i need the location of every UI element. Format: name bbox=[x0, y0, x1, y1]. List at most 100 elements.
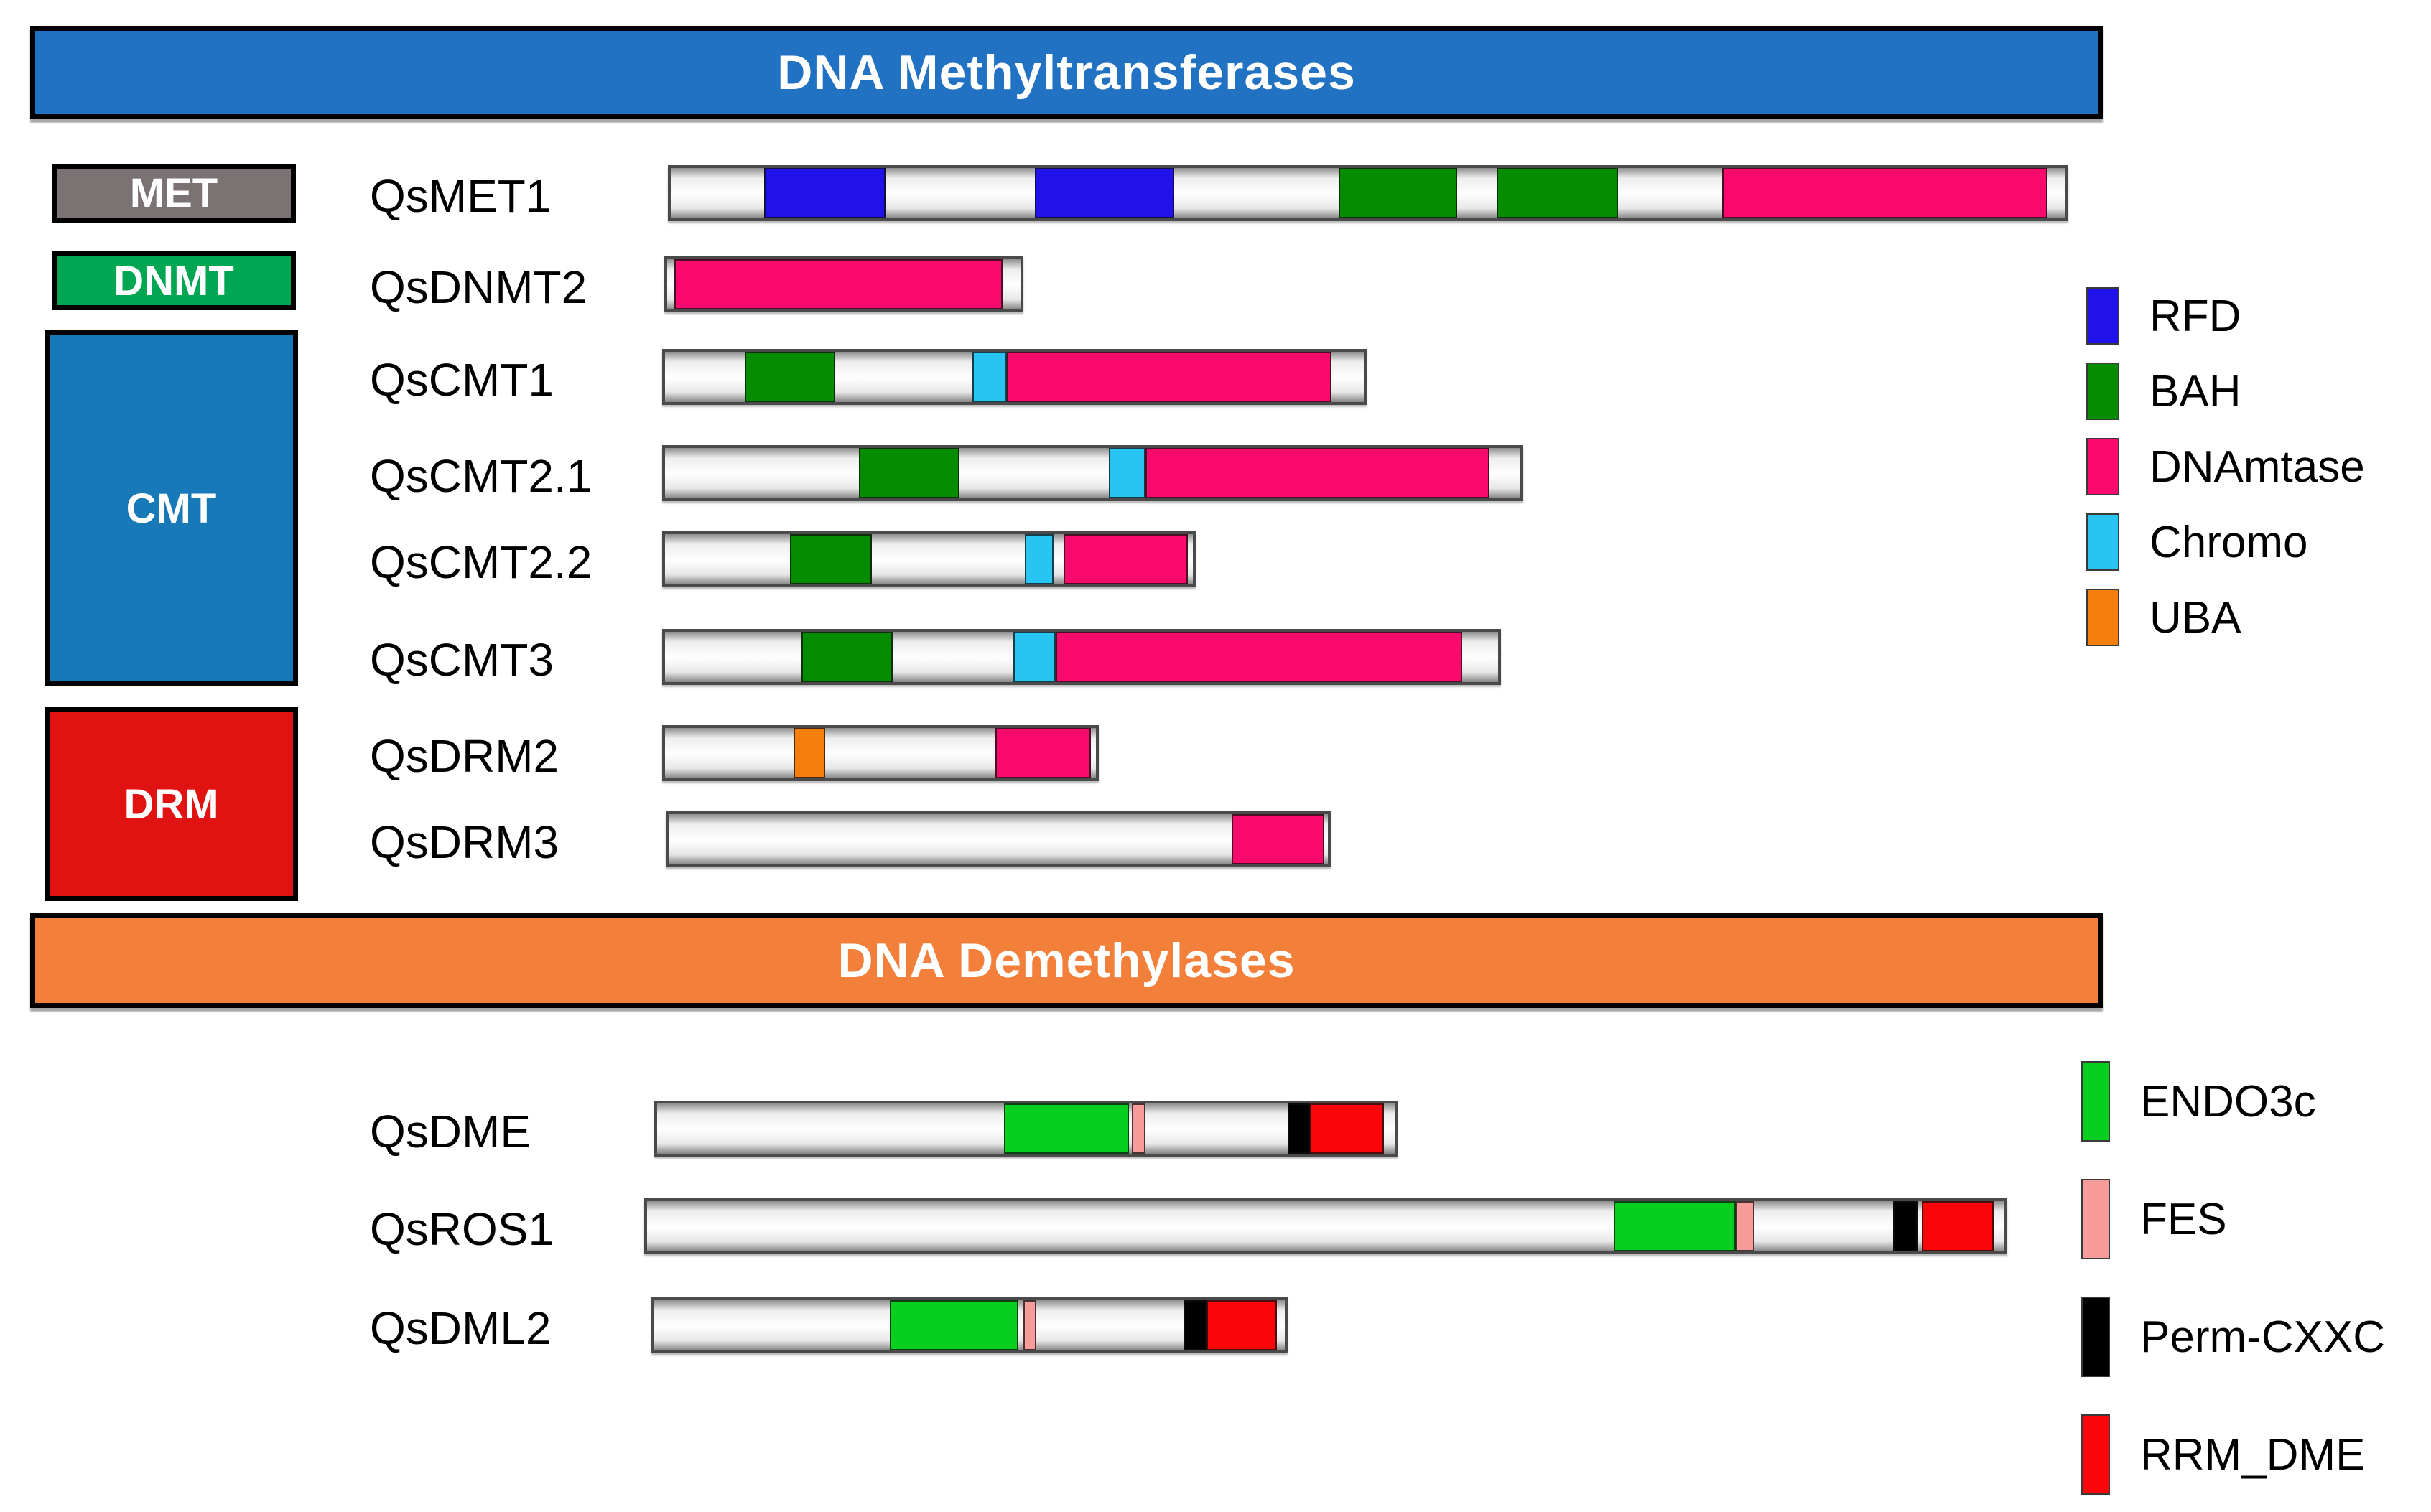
protein-backbone bbox=[662, 531, 1196, 587]
legend-swatch-rrm-dme bbox=[2081, 1414, 2110, 1495]
protein-name-label: QsDRM2 bbox=[370, 730, 559, 782]
protein-row-qsdrm3: QsDRM3 bbox=[0, 811, 2431, 873]
legend-label-perm-cxxc: Perm-CXXC bbox=[2140, 1312, 2386, 1362]
protein-backbone bbox=[662, 725, 1099, 781]
protein-name-label: QsCMT2.2 bbox=[370, 536, 592, 588]
domain-fes bbox=[1023, 1300, 1037, 1350]
protein-row-qsdml2: QsDML2 bbox=[0, 1297, 2431, 1359]
domain-uba bbox=[793, 728, 826, 778]
legend-swatch-fes bbox=[2081, 1179, 2110, 1259]
legend-item-chromo: Chromo bbox=[2086, 513, 2365, 571]
protein-name-label: QsDML2 bbox=[370, 1302, 552, 1354]
protein-backbone bbox=[644, 1198, 2007, 1254]
domain-fes bbox=[1132, 1103, 1145, 1154]
protein-backbone bbox=[662, 629, 1501, 685]
domain-endo3c bbox=[890, 1300, 1018, 1350]
protein-name-label: QsCMT2.1 bbox=[370, 450, 592, 502]
legend-item-rrm-dme: RRM_DME bbox=[2081, 1414, 2385, 1495]
domain-dnamtase bbox=[1006, 352, 1332, 402]
domain-endo3c bbox=[1003, 1103, 1130, 1154]
protein-row-qsros1: QsROS1 bbox=[0, 1198, 2431, 1260]
domain-rrm-dme bbox=[1207, 1300, 1278, 1350]
section-banner-demethylases: DNA Demethylases bbox=[30, 913, 2103, 1008]
group-label-cmt: CMT bbox=[126, 485, 217, 532]
legend-label-uba: UBA bbox=[2149, 592, 2241, 643]
protein-row-qscmt1: QsCMT1 bbox=[0, 349, 2431, 411]
domain-rfd bbox=[1034, 168, 1175, 218]
domain-chromo bbox=[972, 352, 1007, 402]
protein-backbone bbox=[666, 811, 1331, 867]
legend-swatch-uba bbox=[2086, 589, 2119, 646]
legend-swatch-endo3c bbox=[2081, 1061, 2110, 1142]
protein-row-qscmt3: QsCMT3 bbox=[0, 629, 2431, 691]
legend-item-fes: FES bbox=[2081, 1179, 2385, 1259]
domain-perm-cxxc bbox=[1893, 1201, 1918, 1251]
domain-bah bbox=[744, 352, 836, 402]
legend-item-dnamtase: DNAmtase bbox=[2086, 438, 2365, 495]
domain-perm-cxxc bbox=[1183, 1300, 1207, 1350]
legend-item-bah: BAH bbox=[2086, 363, 2365, 420]
protein-row-qscmt2-1: QsCMT2.1 bbox=[0, 445, 2431, 507]
domain-chromo bbox=[1013, 632, 1056, 682]
protein-backbone bbox=[654, 1101, 1398, 1157]
section-title-demethylases: DNA Demethylases bbox=[837, 933, 1296, 988]
legend-swatch-dnamtase bbox=[2086, 438, 2119, 495]
domain-dnamtase bbox=[1722, 168, 2047, 218]
domain-dnamtase bbox=[1145, 448, 1490, 498]
protein-name-label: QsDNMT2 bbox=[370, 261, 587, 313]
group-label-met: MET bbox=[129, 169, 218, 217]
group-box-dnmt: DNMT bbox=[52, 251, 296, 310]
legend-label-dnamtase: DNAmtase bbox=[2149, 442, 2365, 492]
protein-name-label: QsDRM3 bbox=[370, 816, 559, 868]
domain-rrm-dme bbox=[1309, 1103, 1384, 1154]
protein-row-qsdrm2: QsDRM2 bbox=[0, 725, 2431, 787]
legend-item-rfd: RFD bbox=[2086, 287, 2365, 345]
group-label-drm: DRM bbox=[124, 780, 219, 828]
legend-label-bah: BAH bbox=[2149, 366, 2241, 416]
section-banner-methyltransferases: DNA Methyltransferases bbox=[30, 26, 2103, 119]
domain-rfd bbox=[764, 168, 886, 218]
protein-backbone bbox=[668, 165, 2068, 221]
legend-swatch-rfd bbox=[2086, 287, 2119, 345]
protein-backbone bbox=[664, 256, 1023, 312]
protein-row-qsmet1: QsMET1 bbox=[0, 165, 2431, 227]
group-box-drm: DRM bbox=[45, 707, 298, 901]
domain-fes bbox=[1735, 1201, 1755, 1251]
domain-bah bbox=[801, 632, 893, 682]
domain-endo3c bbox=[1613, 1201, 1736, 1251]
protein-backbone bbox=[662, 445, 1523, 501]
protein-name-label: QsROS1 bbox=[370, 1203, 554, 1255]
protein-name-label: QsCMT1 bbox=[370, 354, 554, 406]
domain-bah bbox=[1496, 168, 1618, 218]
domain-dnamtase bbox=[1063, 534, 1188, 584]
group-label-dnmt: DNMT bbox=[113, 257, 234, 304]
legend-label-fes: FES bbox=[2140, 1194, 2227, 1244]
protein-name-label: QsMET1 bbox=[370, 170, 552, 222]
protein-name-label: QsDME bbox=[370, 1106, 531, 1157]
group-box-cmt: CMT bbox=[45, 330, 298, 686]
legend-label-rrm-dme: RRM_DME bbox=[2140, 1429, 2366, 1480]
legend-item-perm-cxxc: Perm-CXXC bbox=[2081, 1297, 2385, 1377]
domain-dnamtase bbox=[1231, 814, 1325, 864]
section-title-methyltransferases: DNA Methyltransferases bbox=[777, 45, 1356, 100]
protein-backbone bbox=[651, 1297, 1288, 1353]
legend-item-uba: UBA bbox=[2086, 589, 2365, 646]
group-box-met: MET bbox=[52, 164, 296, 223]
legend-swatch-bah bbox=[2086, 363, 2119, 420]
domain-rrm-dme bbox=[1921, 1201, 1994, 1251]
protein-row-qscmt2-2: QsCMT2.2 bbox=[0, 531, 2431, 593]
legend-label-chromo: Chromo bbox=[2149, 517, 2308, 567]
protein-row-qsdnmt2: QsDNMT2 bbox=[0, 256, 2431, 318]
domain-bah bbox=[1339, 168, 1458, 218]
domain-bah bbox=[790, 534, 873, 584]
legend-swatch-perm-cxxc bbox=[2081, 1297, 2110, 1377]
domain-dnamtase bbox=[995, 728, 1091, 778]
domain-dnamtase bbox=[674, 259, 1003, 309]
domain-bah bbox=[859, 448, 959, 498]
legend-item-endo3c: ENDO3c bbox=[2081, 1061, 2385, 1142]
protein-name-label: QsCMT3 bbox=[370, 634, 554, 686]
protein-row-qsdme: QsDME bbox=[0, 1101, 2431, 1162]
